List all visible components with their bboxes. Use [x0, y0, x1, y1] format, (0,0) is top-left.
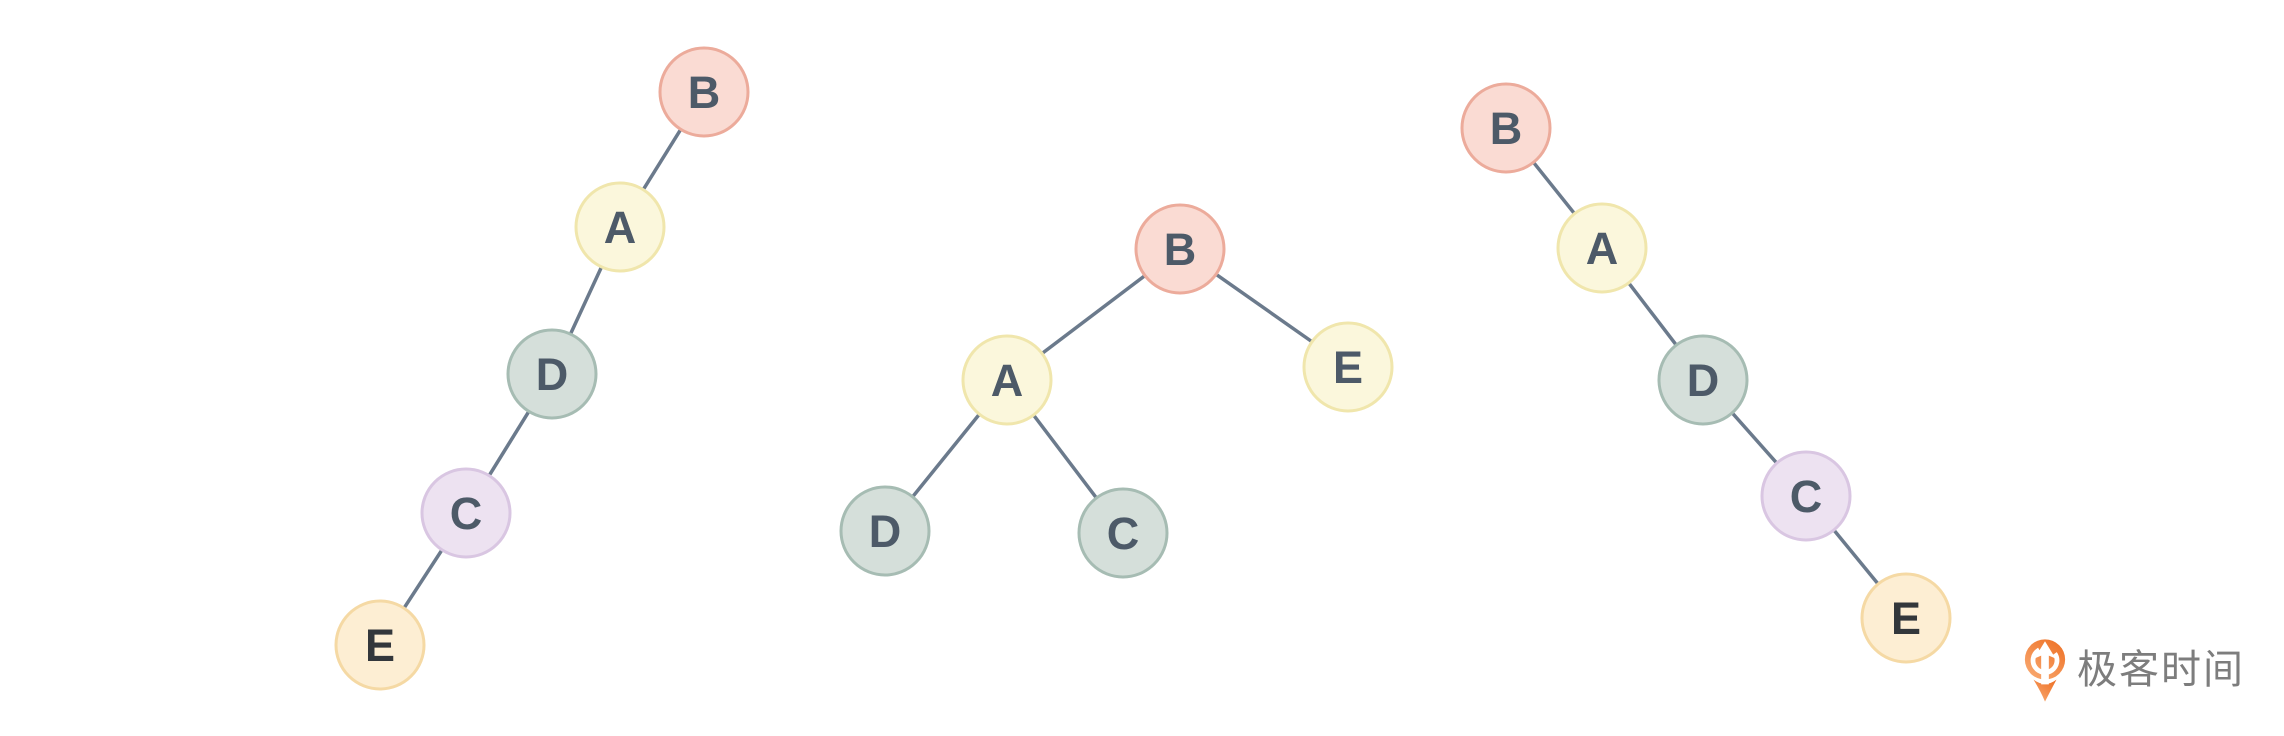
tree-node-label-A: A	[604, 202, 637, 253]
tree-node-label-B: B	[1490, 103, 1523, 154]
tree-node-label-A: A	[1586, 223, 1619, 274]
tree-node-D	[1657, 334, 1749, 426]
tree-node-C	[1760, 450, 1852, 542]
geektime-logo: 极客时间	[2022, 636, 2245, 704]
tree-node-label-A: A	[991, 355, 1024, 406]
tree-node-label-C: C	[1107, 508, 1140, 559]
tree-node-label-D: D	[869, 506, 902, 557]
tree-node-label-D: D	[1687, 355, 1720, 406]
tree-node-E	[1302, 321, 1394, 413]
tree-node-E	[334, 599, 426, 691]
tree-node-B	[1460, 82, 1552, 174]
tree-right-skewed-chain: B A D C E	[1460, 82, 1952, 664]
geektime-logo-icon	[2024, 639, 2066, 702]
tree-node-label-D: D	[536, 349, 569, 400]
tree-node-label-E: E	[365, 620, 395, 671]
tree-node-C	[420, 467, 512, 559]
tree-node-C	[1077, 487, 1169, 579]
tree-node-label-E: E	[1333, 342, 1363, 393]
tree-node-label-B: B	[1164, 224, 1197, 275]
tree-node-B	[658, 46, 750, 138]
tree-node-D	[839, 485, 931, 577]
tree-node-A	[961, 334, 1053, 426]
tree-node-label-C: C	[1790, 471, 1823, 522]
tree-balanced-tree: B A E D C	[839, 203, 1394, 579]
tree-left-skewed-chain: B A D C E	[334, 46, 750, 691]
geektime-logo-text: 极客时间	[2077, 648, 2245, 692]
tree-node-label-E: E	[1891, 593, 1921, 644]
tree-node-D	[506, 328, 598, 420]
tree-node-A	[574, 181, 666, 273]
tree-node-A	[1556, 202, 1648, 294]
tree-node-E	[1860, 572, 1952, 664]
tree-node-B	[1134, 203, 1226, 295]
tree-node-label-C: C	[450, 488, 483, 539]
tree-node-label-B: B	[688, 67, 721, 118]
